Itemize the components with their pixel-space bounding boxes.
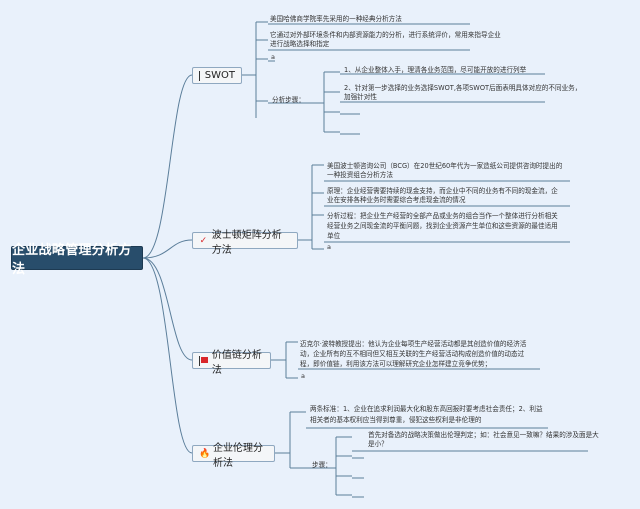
fire-icon: 🔥	[199, 448, 211, 459]
note: 动，企业所有的互不相同但又相互关联的生产经营活动构成创造价值的动态过	[300, 350, 525, 358]
topic-value-chain[interactable]: 价值链分析法	[192, 350, 271, 376]
note: 相关者的基本权利应当得到尊重，侵犯这些权利是非伦理的	[310, 416, 482, 424]
note: 美国波士顿咨询公司（BCG）在20世纪60年代为一家造纸公司提供咨询时提出的	[327, 162, 563, 170]
note: 进行战略选择和指定	[270, 40, 330, 48]
root-topic[interactable]: 企业战略管理分析方法	[11, 243, 143, 277]
topic-swot[interactable]: SWOT	[192, 67, 242, 84]
note: 经营业务之间现金流的平衡问题，找到企业资源产生单位和这些资源的最佳适用	[327, 222, 558, 230]
topic-business-ethics[interactable]: 🔥 企业伦理分析法	[192, 443, 275, 469]
note: a	[327, 243, 331, 251]
note: a	[271, 53, 275, 61]
steps-label: 步骤：	[312, 461, 332, 469]
topic-label: 企业伦理分析法	[213, 442, 263, 469]
note: 分析过程：把企业生产经营的全部产品或业务的组合当作一个整体进行分析相关	[327, 212, 558, 220]
red-flag-icon	[199, 355, 208, 366]
steps-label: 分析步骤：	[272, 96, 305, 104]
note: 一种投资组合分析方法	[327, 171, 393, 179]
topic-label: 价值链分析法	[211, 349, 262, 376]
note: 它通过对外部环境条件和内部资源能力的分析，进行系统评价，常用来指导企业	[270, 31, 501, 39]
check-mark-icon: ✓	[199, 235, 208, 246]
note: 迈克尔·波特教授提出：他认为企业每项生产经营活动都是其创造价值的经济活	[300, 340, 527, 348]
topic-label: 波士顿矩阵分析方法	[211, 229, 282, 256]
note: a	[301, 372, 305, 380]
note: 两条标准：1、企业在追求利润最大化和股东高回报时要考虑社会责任；2、利益	[310, 405, 543, 413]
note: 美国哈佛商学院率先采用的一种经典分析方法	[270, 15, 402, 23]
step: 是小？	[368, 440, 388, 448]
step: 加强针对性	[344, 93, 377, 101]
note: 程，即价值链，利用该方法可以理解研究企业怎样建立竞争优势；	[300, 360, 492, 368]
red-flag-icon	[199, 70, 201, 81]
step: 首先对备选的战略决策做出伦理判定；如：社会意见一致嘛？结果的涉及面是大	[368, 431, 599, 439]
topic-label: SWOT	[204, 70, 235, 81]
note: 单位	[327, 232, 341, 240]
step: 1、从企业整体入手，理清各业务范围，尽可能开放的进行列举	[344, 66, 527, 74]
step: 2、针对第一步选择的业务选择SWOT,各项SWOT后面表明具体对应的不同业务，	[344, 84, 582, 92]
note: 业在安排各种业务时需要综合考虑现金流的情况	[327, 196, 466, 204]
note: 原理：企业经营需要持续的现金支持，而企业中不同的业务有不同的现金流，企	[327, 187, 558, 195]
topic-bcg-matrix[interactable]: ✓ 波士顿矩阵分析方法	[192, 230, 298, 256]
